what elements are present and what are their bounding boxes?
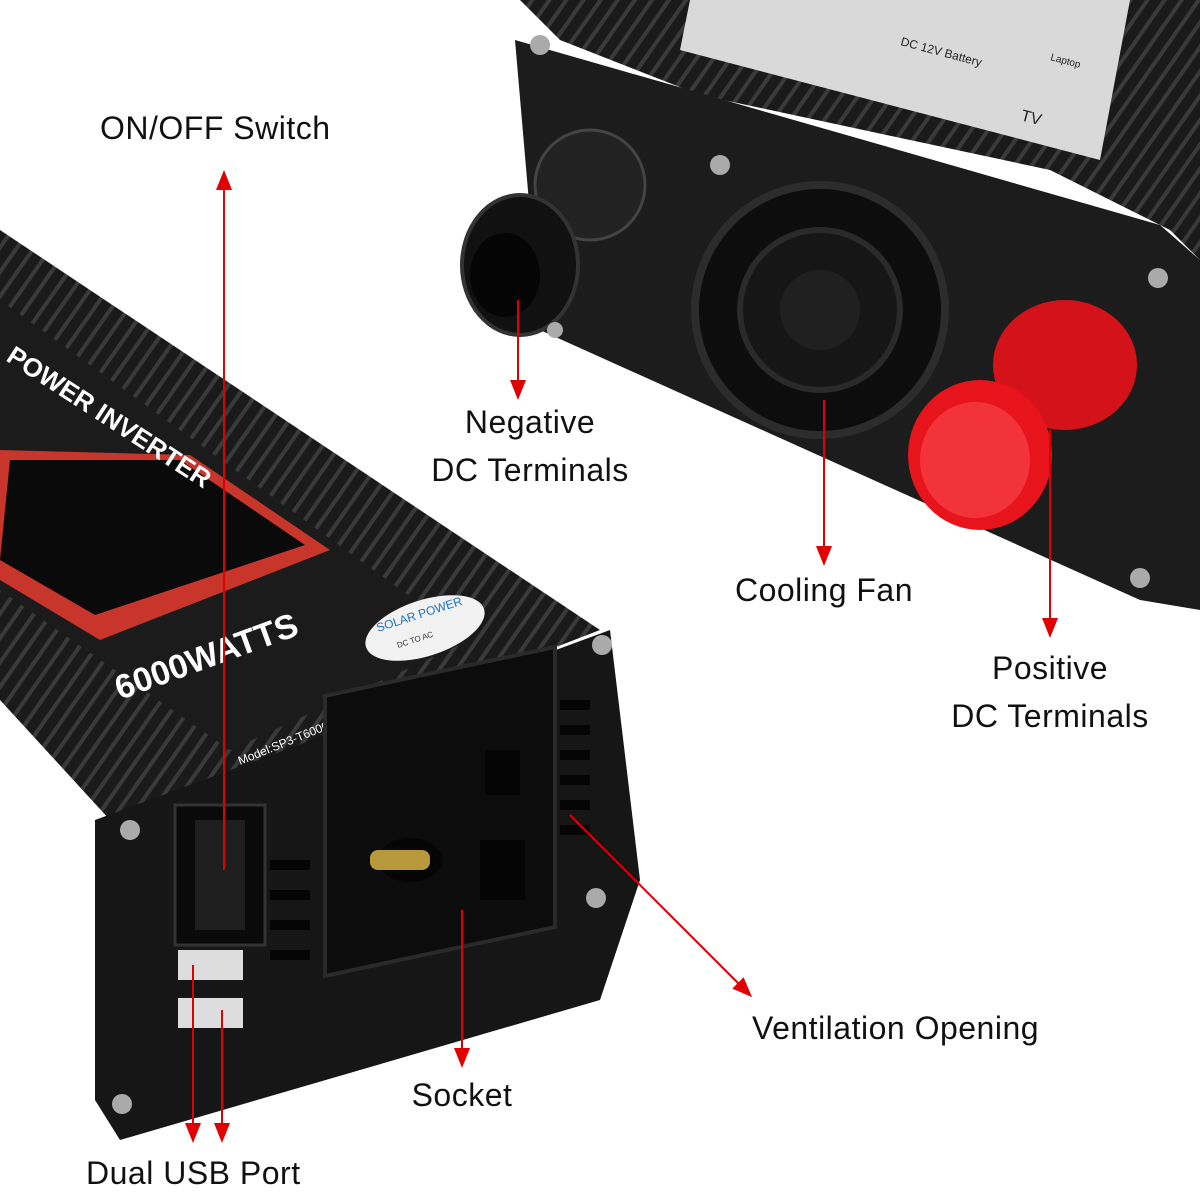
socket-label: Socket (411, 1077, 513, 1113)
negative-terminals-line1: Negative (464, 404, 596, 440)
negative-terminal (460, 128, 647, 337)
inverter-front: POWER INVERTER 6000WATTS SOLAR POWER DC … (0, 230, 640, 1140)
positive-terminal (908, 300, 1137, 530)
on-off-switch-label: ON/OFF Switch (100, 110, 331, 146)
cooling-fan-grille (691, 181, 949, 439)
positive-terminals-label: Positive DC Terminals (930, 644, 1170, 740)
tv-label-print: TV (1019, 107, 1043, 129)
inverter-rear: DC 12V Battery Laptop TV (460, 0, 1200, 610)
negative-terminals-label: Negative DC Terminals (400, 398, 660, 494)
usb-port-2 (178, 998, 243, 1028)
ventilation-slots (270, 700, 590, 960)
ventilation-opening-label: Ventilation Opening (752, 1010, 1040, 1046)
cooling-fan-label: Cooling Fan (734, 572, 914, 608)
usb-port-1 (178, 950, 243, 980)
ventilation-arrow (569, 814, 753, 998)
dual-usb-port-label: Dual USB Port (86, 1155, 301, 1191)
ac-socket (323, 644, 557, 979)
negative-terminals-line2: DC Terminals (431, 452, 629, 488)
positive-terminals-line2: DC Terminals (951, 698, 1149, 734)
positive-terminals-line1: Positive (991, 650, 1109, 686)
